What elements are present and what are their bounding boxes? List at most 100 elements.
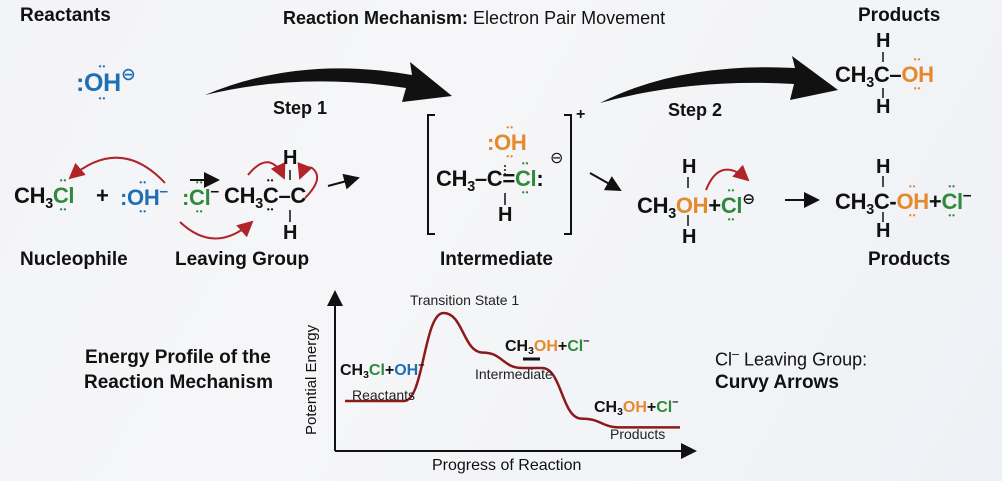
formula-part: : <box>120 185 128 211</box>
formula-part: CH <box>436 166 468 191</box>
intermediate-oh: :OH <box>487 130 527 156</box>
products-formula: CH3OH + Cl– <box>594 396 678 418</box>
formula-part: Cl <box>189 185 211 211</box>
formula-part: OH <box>394 361 419 379</box>
formula-part: + <box>646 398 657 416</box>
formula-part: : <box>182 185 190 211</box>
bracket-right <box>564 114 572 235</box>
side-caption-2: Curvy Arrows <box>715 372 839 393</box>
formula-part: CH <box>835 189 867 215</box>
energy-caption-2: Reaction Mechanism <box>84 372 273 393</box>
formula-part: – <box>962 187 972 204</box>
oh-nucleophile: :OH– <box>120 183 168 211</box>
side-rest: Leaving Group: <box>739 349 868 370</box>
products-heading: Products <box>858 5 941 26</box>
nucleophile-label: Nucleophile <box>20 249 128 270</box>
formula-part: OH <box>901 62 934 88</box>
top-product: CH3C–OH <box>835 62 934 91</box>
formula-part: C- <box>873 189 897 215</box>
x-axis-label: Progress of Reaction <box>432 457 582 474</box>
intermediate-formula: CH3OH+Cl– <box>505 335 589 357</box>
formula-part: –C <box>474 166 503 191</box>
curvy-arrow-c-loop <box>297 162 319 199</box>
energy-chart <box>327 290 697 459</box>
formula-part: CH <box>340 361 364 379</box>
formula-part: + <box>557 337 568 355</box>
formula-part: 3 <box>467 179 475 195</box>
plus-sign: + <box>96 183 109 208</box>
formula-part: C– <box>873 62 902 87</box>
formula-part: + <box>384 361 395 379</box>
formula-part: CH <box>505 337 529 355</box>
side-cl-charge: – <box>732 347 740 361</box>
bracket-left <box>427 114 435 235</box>
formula-part: OH <box>622 398 647 416</box>
formula-part: OH <box>127 185 160 211</box>
y-axis-label: Potential Energy <box>303 324 320 435</box>
chloride-ion: :Cl– <box>182 183 219 211</box>
big-arrow-1 <box>205 62 452 102</box>
energy-caption-1: Energy Profile of the <box>85 347 271 368</box>
formula-part: – <box>583 335 590 347</box>
final-h-top: H <box>876 156 891 178</box>
curvy-arrow-cl-to-c <box>179 220 254 240</box>
page-title: Reaction Mechanism: Electron Pair Moveme… <box>283 8 665 29</box>
formula-part: ⊖ <box>120 64 136 84</box>
hydroxide-ion: :OH⊖ <box>76 64 136 98</box>
intermediate-main: CH3–C=Cl: <box>436 166 544 195</box>
final-h-bottom: H <box>876 220 891 242</box>
formula-part: Cl <box>656 398 673 416</box>
leaving-group-label: Leaving Group <box>175 249 310 270</box>
formula-part: 3 <box>255 196 263 212</box>
product-h-bottom: H <box>876 96 891 118</box>
curvy-arrow-cl-to-ch3cl <box>68 156 166 184</box>
formula-part: CH <box>14 183 46 208</box>
formula-part: – <box>418 359 425 371</box>
curvy-arrow-lp-to-c <box>247 161 286 180</box>
formula-part: –C <box>278 183 306 208</box>
formula-part: Cl <box>721 193 743 219</box>
reactants-heading: Reactants <box>20 5 111 26</box>
formula-part: : <box>76 68 85 97</box>
formula-part: 3 <box>45 196 53 212</box>
intermediate-minus-charge: ⊖ <box>550 150 564 167</box>
intermediate-plus-charge: + <box>576 106 586 123</box>
title-rest: Electron Pair Movement <box>468 8 666 28</box>
formula-part: CH <box>835 62 867 87</box>
formula-part: 3 <box>866 75 874 91</box>
big-arrow-2 <box>600 56 838 103</box>
formula-part: Cl <box>368 361 385 379</box>
formula-part: C <box>263 183 279 209</box>
energy-curve <box>345 311 680 429</box>
formula-part: 3 <box>668 206 676 223</box>
formula-part: = <box>502 166 515 191</box>
carbon-center: CH3C–C <box>224 183 306 212</box>
ts-label: Transition State 1 <box>410 292 520 308</box>
intermediate-h: H <box>498 204 513 226</box>
step2-label: Step 2 <box>668 100 723 120</box>
formula-part: Cl <box>567 337 584 355</box>
formula-part: CH <box>224 183 256 208</box>
reactants-formula: CH3Cl + OH– <box>340 359 424 381</box>
formula-part: – <box>672 396 679 408</box>
carbon-h-top: H <box>283 147 298 169</box>
products-chart-label: Products <box>610 426 666 442</box>
formula-part: OH <box>84 69 121 98</box>
carbon-h-bottom: H <box>283 222 298 244</box>
step2-left: CH3OH + Cl⊖ <box>637 190 755 222</box>
step2-h-bottom: H <box>682 226 697 248</box>
reaction-arrow-2 <box>327 173 360 190</box>
side-cl: Cl <box>715 349 732 370</box>
formula-part: 3 <box>528 346 534 358</box>
title-bold: Reaction Mechanism: <box>283 8 469 28</box>
side-caption-1: Cl– Leaving Group: <box>715 347 867 371</box>
final-products: CH3C-OH+Cl– <box>835 187 971 218</box>
formula-part: – <box>210 183 219 200</box>
ch3cl: CH3Cl <box>14 183 75 212</box>
formula-part: OH <box>675 193 709 219</box>
step2-h-top: H <box>682 156 697 178</box>
formula-part: CH <box>594 398 618 416</box>
formula-part: : <box>487 130 495 155</box>
step1-label: Step 1 <box>273 98 328 118</box>
formula-part: 3 <box>617 407 623 419</box>
